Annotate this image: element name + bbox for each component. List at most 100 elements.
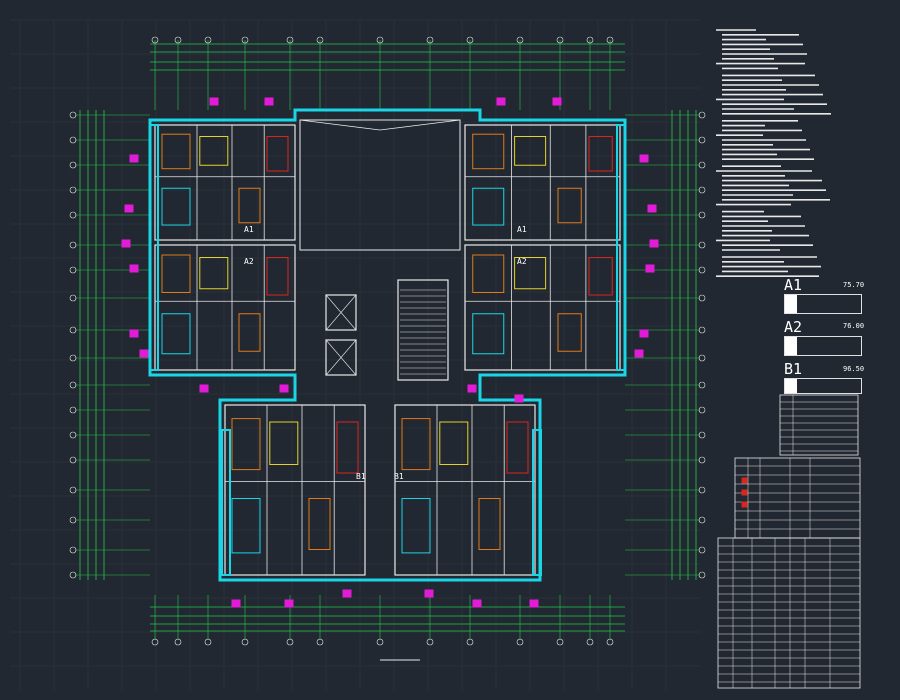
axis-bubble-left [69, 186, 77, 194]
axis-bubble-left [69, 571, 77, 579]
axis-bubble-bottom [204, 638, 212, 646]
axis-bubble-right [698, 294, 706, 302]
axis-bubble-top [466, 36, 474, 44]
axis-bubble-bottom [241, 638, 249, 646]
unit-outline [154, 124, 296, 241]
room-tag-marker [647, 204, 657, 213]
axis-bubble-left [69, 326, 77, 334]
stair-core [397, 279, 449, 381]
elevator-shaft [325, 339, 357, 376]
axis-bubble-right [698, 161, 706, 169]
axis-bubble-top [606, 36, 614, 44]
axis-bubble-top [426, 36, 434, 44]
legend-swatch [741, 489, 748, 496]
sofa-furniture [308, 498, 331, 550]
legend-table [734, 457, 861, 539]
axis-bubble-top [586, 36, 594, 44]
axis-bubble-left [69, 211, 77, 219]
axis-bubble-bottom [151, 638, 159, 646]
room-tag-marker [264, 97, 274, 106]
legend-area-a1: 75.70 [843, 281, 865, 289]
axis-bubble-right [698, 136, 706, 144]
bed-furniture [161, 254, 191, 293]
door-window-schedule [717, 537, 861, 689]
axis-bubble-left [69, 266, 77, 274]
exterior-wall [148, 108, 627, 582]
apartment-unit [394, 404, 536, 576]
axis-bubble-left [69, 241, 77, 249]
balcony-outline [161, 313, 191, 355]
axis-bubble-right [698, 211, 706, 219]
axis-bubble-left [69, 354, 77, 362]
kitchen-fixture [199, 257, 229, 290]
bed-furniture [472, 133, 505, 170]
sofa-furniture [238, 313, 261, 352]
legend-unit-a2: A2 [784, 318, 803, 336]
legend-swatch [741, 501, 748, 508]
unit-label-a1-right: A1 [517, 225, 527, 234]
unit-outline [154, 244, 296, 371]
balcony-outline [401, 498, 431, 554]
apartment-unit [224, 404, 366, 576]
kitchen-fixture [439, 421, 469, 465]
room-tag-marker [129, 154, 139, 163]
unit-outline [464, 124, 621, 241]
axis-bubble-bottom [516, 638, 524, 646]
balcony-outline [472, 187, 505, 226]
room-tag-marker [645, 264, 655, 273]
room-tag-marker [649, 239, 659, 248]
room-tag-marker [496, 97, 506, 106]
axis-bubble-left [69, 486, 77, 494]
axis-bubble-top [556, 36, 564, 44]
bed-furniture [231, 418, 261, 471]
axis-bubble-bottom [586, 638, 594, 646]
cyan-wall-strip [221, 429, 231, 576]
axis-bubble-right [698, 571, 706, 579]
cyan-wall-strip [149, 124, 159, 371]
axis-bubble-left [69, 161, 77, 169]
room-tag-marker [639, 329, 649, 338]
room-tag-marker [639, 154, 649, 163]
axis-bubble-left [69, 456, 77, 464]
bed-furniture [161, 133, 191, 170]
atrium-void [299, 119, 461, 251]
balcony-outline [161, 187, 191, 226]
room-tag-marker [139, 349, 149, 358]
unit-outline [394, 404, 536, 576]
room-tag-marker [284, 599, 294, 608]
axis-bubble-right [698, 186, 706, 194]
axis-bubble-right [698, 241, 706, 249]
background-grid [10, 19, 700, 690]
axis-bubble-right [698, 546, 706, 554]
room-tag-marker [552, 97, 562, 106]
cyan-wall-strip [532, 429, 542, 576]
apartment-unit [464, 124, 621, 241]
elevator-cross [325, 294, 357, 331]
apartment-unit [154, 244, 296, 371]
axis-bubble-bottom [556, 638, 564, 646]
axis-bubble-top [316, 36, 324, 44]
axis-bubble-left [69, 381, 77, 389]
room-tag-marker [279, 384, 289, 393]
balcony-outline [472, 313, 505, 355]
room-tag-marker [199, 384, 209, 393]
legend-swatch [741, 477, 748, 484]
room-tag-marker [424, 589, 434, 598]
room-tag-marker [121, 239, 131, 248]
axis-bubble-bottom [376, 638, 384, 646]
kitchen-fixture [514, 257, 547, 290]
room-tag-marker [634, 349, 644, 358]
room-tag-marker [514, 394, 524, 403]
room-tag-marker [472, 599, 482, 608]
legend-box-a2 [784, 336, 862, 356]
bath-fixture [506, 421, 529, 474]
room-tag-marker [129, 264, 139, 273]
room-tag-marker [342, 589, 352, 598]
legend-area-b1: 96.50 [843, 365, 865, 373]
axis-bubble-right [698, 354, 706, 362]
bath-fixture [336, 421, 359, 474]
axis-bubble-bottom [174, 638, 182, 646]
axis-bubble-top [516, 36, 524, 44]
schedule-tables [717, 394, 861, 689]
